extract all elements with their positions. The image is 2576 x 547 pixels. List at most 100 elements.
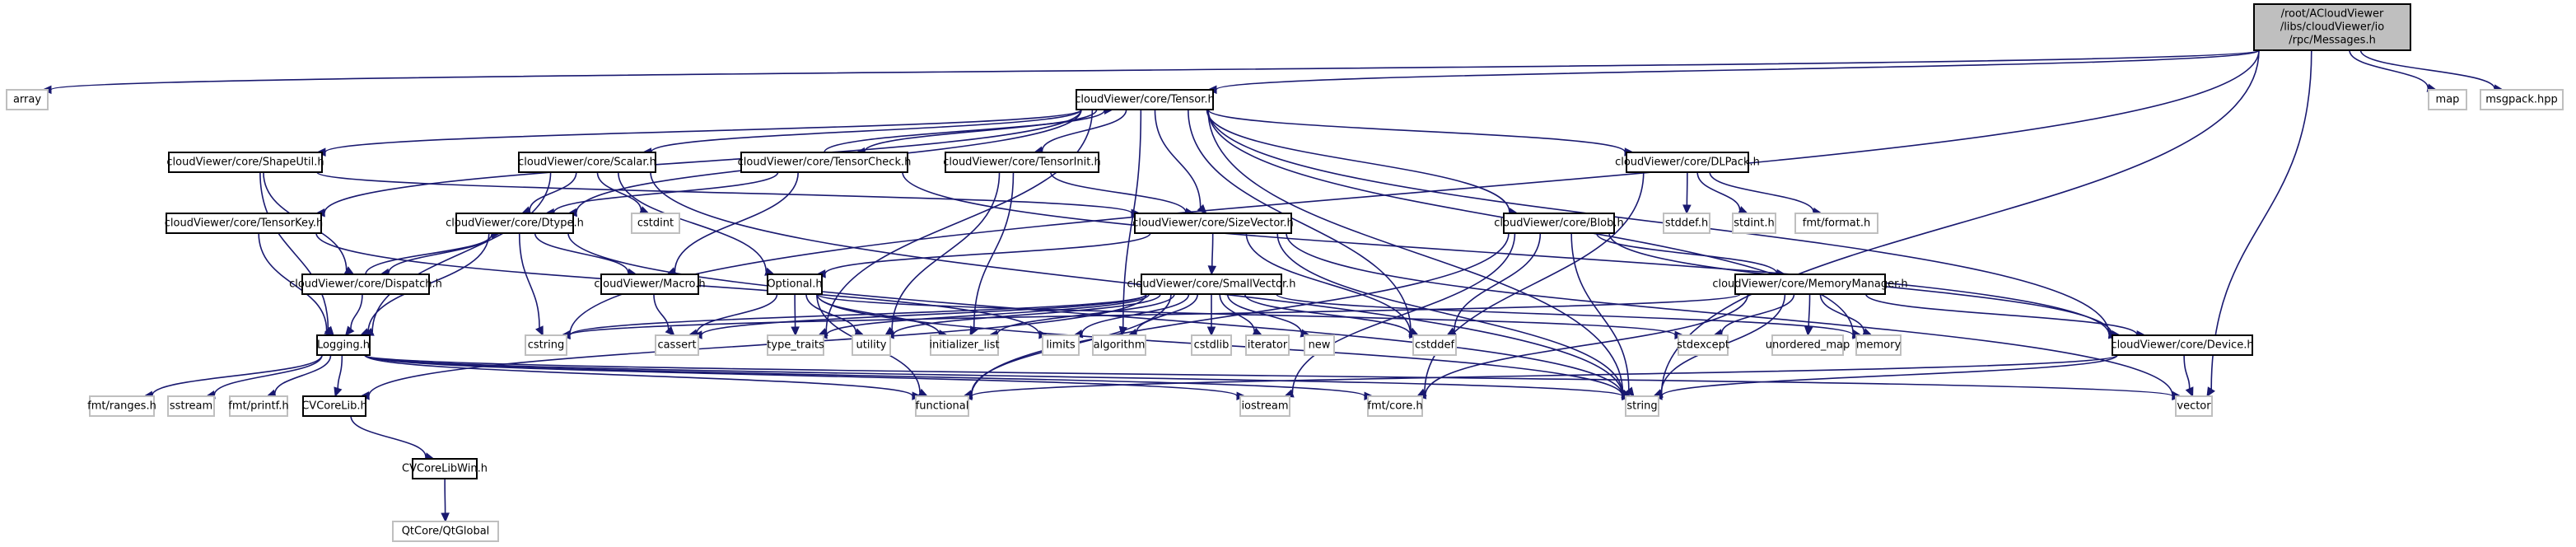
node-box xyxy=(412,458,478,479)
edge-line xyxy=(1206,109,1510,213)
node-optional[interactable]: Optional.h xyxy=(767,274,823,295)
node-cstddef: cstddef xyxy=(1412,334,1457,356)
edge-line xyxy=(2183,354,2191,389)
node-label: Optional.h xyxy=(767,278,822,291)
node-blob[interactable]: cloudViewer/core/Blob.h xyxy=(1494,213,1624,234)
edge-memorymanager-to-unordered_map xyxy=(1804,293,1813,337)
node-dtype[interactable]: cloudViewer/core/Dtype.h xyxy=(446,213,584,234)
node-label: cloudViewer/core/Blob.h xyxy=(1494,217,1623,230)
edge-line xyxy=(569,293,1147,336)
edge-line xyxy=(213,354,323,395)
edge-line xyxy=(569,293,1741,336)
edge-logging-to-vector xyxy=(364,354,2182,401)
node-label: Logging.h xyxy=(317,339,370,352)
edge-line xyxy=(259,171,329,330)
node-box xyxy=(518,152,656,173)
edge-line xyxy=(371,171,552,332)
node-smallvector[interactable]: cloudViewer/core/SmallVector.h xyxy=(1127,274,1296,295)
node-box xyxy=(767,274,823,295)
node-label: iterator xyxy=(1248,339,1288,352)
node-box xyxy=(89,395,155,417)
node-tensorinit[interactable]: cloudViewer/core/TensorInit.h xyxy=(943,152,1101,173)
node-label: cloudViewer/core/TensorInit.h xyxy=(943,157,1101,169)
node-label: fmt/format.h xyxy=(1803,217,1870,230)
edge-scalar-to-dtype xyxy=(520,171,577,215)
node-box xyxy=(6,89,49,110)
edge-dtype-to-dispatch xyxy=(379,232,493,278)
edge-blob-to-string xyxy=(1570,232,1635,397)
node-box xyxy=(525,334,567,356)
node-box xyxy=(168,152,323,173)
edge-sizevector-to-smallvector xyxy=(1207,232,1217,276)
node-qtglobal: QtCore/QtGlobal xyxy=(392,521,499,542)
node-label: cassert xyxy=(657,339,696,352)
node-box xyxy=(1245,334,1290,356)
edge-line xyxy=(826,293,1150,336)
edge-line xyxy=(2349,49,2429,88)
edge-line xyxy=(1207,109,2110,334)
edge-line xyxy=(553,171,779,213)
edge-tensorcheck-to-macro xyxy=(666,171,799,276)
node-tensor[interactable]: cloudViewer/core/Tensor.h xyxy=(1075,89,1215,110)
edge-device-to-vector xyxy=(2183,354,2194,398)
edge-line xyxy=(337,354,343,389)
edge-line xyxy=(364,354,1238,397)
node-label: cstdlib xyxy=(1194,339,1230,352)
node-root[interactable]: /root/ACloudViewer/libs/cloudViewer/io/r… xyxy=(2253,3,2411,51)
node-dlpack[interactable]: cloudViewer/core/DLPack.h xyxy=(1615,152,1760,173)
node-tensorkey[interactable]: cloudViewer/core/TensorKey.h xyxy=(165,213,323,234)
node-label: cloudViewer/core/TensorKey.h xyxy=(165,217,323,230)
edge-tensor-to-dlpack xyxy=(1207,109,1635,157)
edge-line xyxy=(518,232,540,328)
node-label: initializer_list xyxy=(929,339,999,352)
node-box xyxy=(930,334,999,356)
edge-line xyxy=(1720,293,1795,334)
edge-line xyxy=(1454,232,1542,332)
edge-line xyxy=(653,293,670,330)
node-box xyxy=(915,395,969,417)
node-initializer_list: initializer_list xyxy=(929,334,1000,356)
edge-line xyxy=(364,354,1623,397)
node-label: fmt/core.h xyxy=(1367,400,1422,413)
edge-cvcorelibwin-to-qtglobal xyxy=(441,478,450,523)
arrowhead-icon xyxy=(1207,265,1217,276)
edge-line xyxy=(258,232,328,331)
node-box xyxy=(1239,395,1290,417)
node-box xyxy=(1412,334,1457,356)
edge-line xyxy=(1188,109,1412,332)
edge-cvcorelib-to-cvcorelibwin xyxy=(350,415,435,461)
node-scalar[interactable]: cloudViewer/core/Scalar.h xyxy=(518,152,656,173)
node-dispatch[interactable]: cloudViewer/core/Dispatch.h xyxy=(289,274,442,295)
node-cvcorelibwin[interactable]: CVCoreLibWin.h xyxy=(402,458,488,479)
edge-dispatch-to-logging xyxy=(344,293,363,336)
edge-optional-to-type_traits xyxy=(791,293,800,337)
node-iostream: iostream xyxy=(1239,395,1290,417)
node-box xyxy=(655,334,699,356)
node-macro[interactable]: cloudViewer/Macro.h xyxy=(594,274,706,295)
node-box xyxy=(767,334,824,356)
edge-dlpack-to-stddef xyxy=(1682,171,1692,215)
edge-dlpack-to-fmtformat xyxy=(1709,171,1823,217)
node-logging[interactable]: Logging.h xyxy=(316,334,371,356)
node-type_traits: type_traits xyxy=(767,334,824,356)
node-fmtformat: fmt/format.h xyxy=(1794,213,1878,234)
node-sizevector[interactable]: cloudViewer/core/SizeVector.h xyxy=(1132,213,1294,234)
node-iterator: iterator xyxy=(1245,334,1290,356)
node-label: cloudViewer/core/Dtype.h xyxy=(446,217,584,230)
node-device[interactable]: cloudViewer/core/Device.h xyxy=(2111,334,2254,356)
node-cstdint: cstdint xyxy=(631,213,680,234)
node-string: string xyxy=(1625,395,1659,417)
node-label: fmt/ranges.h xyxy=(87,400,156,413)
node-tensorcheck[interactable]: cloudViewer/core/TensorCheck.h xyxy=(738,152,912,173)
node-shapeutil[interactable]: cloudViewer/core/ShapeUtil.h xyxy=(166,152,324,173)
node-cvcorelib[interactable]: CVCoreLib.h xyxy=(301,395,367,417)
edge-scalar-to-logging xyxy=(363,171,552,336)
edge-tensorcheck-to-dtype xyxy=(544,171,779,217)
node-box xyxy=(166,213,322,234)
node-label: sstream xyxy=(170,400,212,413)
edge-line xyxy=(805,293,857,333)
edge-line xyxy=(1122,109,1142,328)
node-box xyxy=(1734,274,1886,295)
node-memorymanager[interactable]: cloudViewer/core/MemoryManager.h xyxy=(1712,274,1908,295)
node-label: stddef.h xyxy=(1665,217,1708,230)
